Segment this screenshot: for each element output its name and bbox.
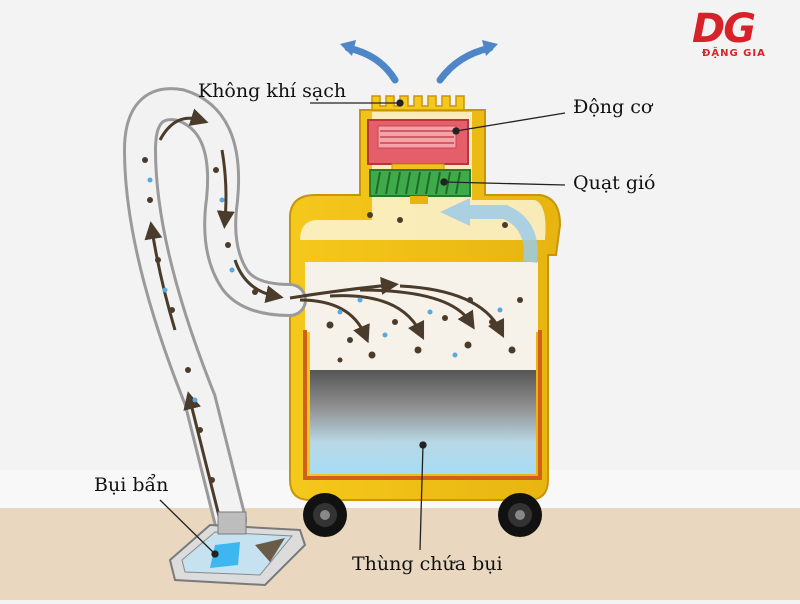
- fan-label: Quạt gió: [573, 172, 656, 194]
- water-droplets: [147, 177, 503, 403]
- clean-air-label: Không khí sạch: [198, 80, 347, 102]
- dirt-flow-arrows: [289, 276, 505, 344]
- wheels: [303, 493, 542, 537]
- fan: [369, 169, 471, 204]
- leader-lines: [159, 99, 566, 558]
- motor: [367, 119, 469, 171]
- brand-logo: DG ĐẶNG GIA: [674, 6, 792, 68]
- dirt-label: Bụi bẩn: [94, 474, 169, 496]
- floor-nozzle: [168, 511, 307, 587]
- logo-name: ĐẶNG GIA: [702, 48, 766, 59]
- clean-air-arrows: [340, 40, 498, 84]
- dust-bin-label: Thùng chứa bụi: [352, 553, 503, 575]
- dust-particles: [142, 157, 523, 483]
- hose: [122, 87, 307, 537]
- logo-mark: DG: [692, 6, 756, 52]
- motor-label: Động cơ: [573, 96, 653, 118]
- airflow-arrow: [470, 205, 538, 263]
- floor: [0, 508, 800, 600]
